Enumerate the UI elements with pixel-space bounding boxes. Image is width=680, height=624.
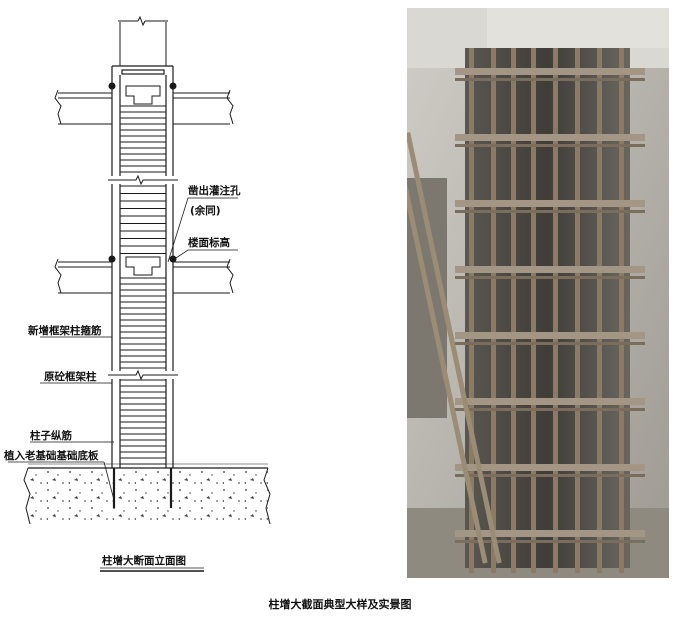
label-new-stirrup: 新增框架柱箍筋 <box>28 324 102 337</box>
stirrup-lines <box>120 105 166 465</box>
label-same-below: (余同) <box>190 204 221 217</box>
vertical-bar <box>575 48 580 573</box>
label-grout-hole: 凿出灌注孔 <box>188 184 241 197</box>
horizontal-tie <box>455 398 645 405</box>
drawing-title: 柱增大断面立面图 <box>102 554 186 567</box>
horizontal-tie <box>455 332 645 339</box>
horizontal-tie <box>455 134 645 141</box>
horizontal-tie <box>455 540 645 543</box>
vertical-bar <box>619 48 624 573</box>
label-longitudinal-bar: 柱子纵筋 <box>30 429 72 442</box>
horizontal-tie <box>455 144 645 147</box>
horizontal-tie <box>455 342 645 345</box>
vertical-bar <box>511 48 516 573</box>
horizontal-tie <box>455 266 645 273</box>
horizontal-tie <box>455 78 645 81</box>
ladder-rail <box>407 132 502 564</box>
horizontal-tie <box>455 210 645 213</box>
foundation <box>23 463 271 525</box>
ladder-rail <box>407 132 488 564</box>
vertical-bar <box>597 48 602 573</box>
figure-caption: 柱增大截面典型大样及实景图 <box>268 598 412 611</box>
vertical-bar <box>531 48 536 573</box>
mid-break-lines <box>108 174 178 381</box>
vertical-bar <box>469 48 474 573</box>
site-photo-rebar-cage <box>407 8 669 578</box>
rebar-cage-bars <box>407 48 645 573</box>
label-anchor-base: 植入老基础基础底板 <box>3 449 99 462</box>
top-break-line <box>118 15 168 66</box>
horizontal-tie <box>455 276 645 279</box>
horizontal-tie <box>455 464 645 471</box>
vertical-bar <box>553 48 558 573</box>
horizontal-tie <box>455 530 645 537</box>
column-elevation-drawing: 凿出灌注孔 (余同) 楼面标高 新增框架柱箍筋 原砼框架柱 柱子纵筋 植入老基础… <box>3 15 271 572</box>
vertical-bar <box>491 48 496 573</box>
upper-floor-beam <box>54 82 234 125</box>
horizontal-tie <box>455 474 645 477</box>
horizontal-tie <box>455 200 645 207</box>
horizontal-tie <box>455 68 645 75</box>
horizontal-tie <box>455 408 645 411</box>
leader-lines <box>8 197 238 572</box>
lower-floor-beam <box>54 255 234 294</box>
label-original-column: 原砼框架柱 <box>44 370 97 383</box>
label-floor-level: 楼面标高 <box>188 236 230 249</box>
